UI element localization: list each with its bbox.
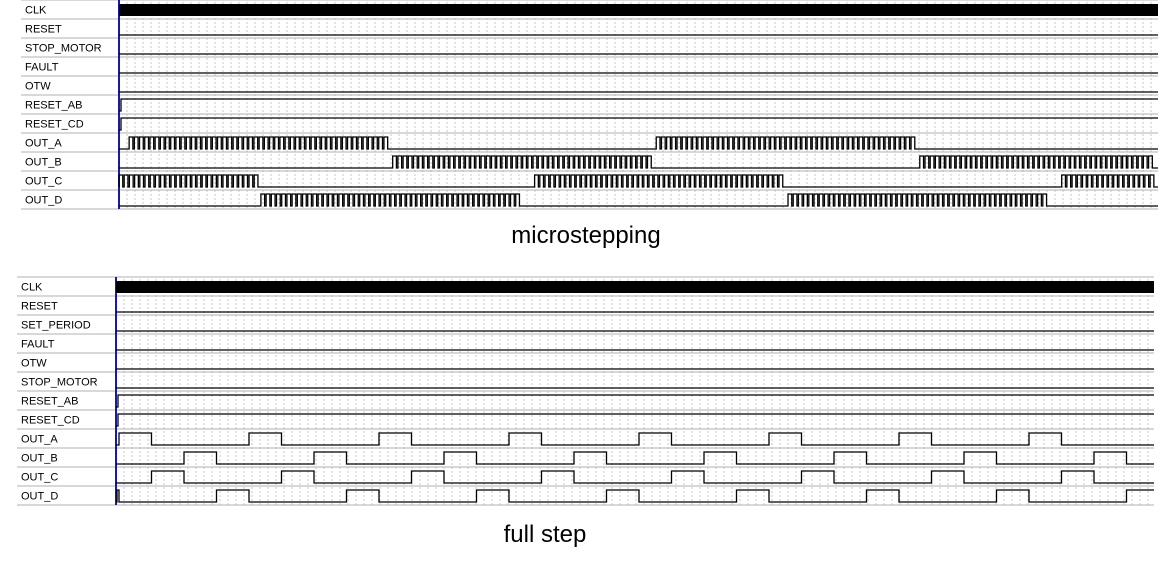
signal-label-out-c: OUT_C	[25, 176, 62, 188]
clock-waveform	[119, 4, 1158, 16]
waveform-out-b	[119, 155, 1158, 169]
signal-label-fault: FAULT	[21, 339, 55, 351]
waveform-reset-cd	[119, 117, 1158, 131]
signal-label-otw: OTW	[21, 358, 47, 370]
signal-label-fault: FAULT	[25, 62, 59, 74]
signal-label-reset-ab: RESET_AB	[21, 396, 78, 408]
clock-waveform	[116, 281, 1154, 293]
signal-label-out-a: OUT_A	[21, 434, 58, 446]
signal-label-reset-ab: RESET_AB	[25, 100, 82, 112]
signal-label-stop-motor: STOP_MOTOR	[21, 377, 98, 389]
signal-label-reset-cd: RESET_CD	[21, 415, 80, 427]
waveform-out-d	[116, 489, 1154, 503]
full-step-panel: CLK RESET SET_PERIOD FAULT OTW STOP_MOTOR RESE…	[17, 276, 1154, 506]
signal-label-out-c: OUT_C	[21, 472, 58, 484]
microstepping-panel: CLK RESET STOP_MOTOR FAULT OTW RESET_AB RESET_…	[21, 0, 1158, 210]
waveform-out-d	[119, 193, 1158, 207]
waveform-reset-ab	[119, 98, 1158, 112]
signal-label-out-d: OUT_D	[25, 195, 62, 207]
waveform-reset-cd	[116, 413, 1154, 427]
signal-label-reset-cd: RESET_CD	[25, 119, 84, 131]
signal-label-out-a: OUT_A	[25, 138, 62, 150]
waveform-out-a	[116, 432, 1154, 446]
signal-label-stop-motor: STOP_MOTOR	[25, 43, 102, 55]
signal-label-out-b: OUT_B	[21, 453, 58, 465]
signal-label-otw: OTW	[25, 81, 51, 93]
signal-label-clk: CLK	[25, 5, 47, 17]
signal-label-clk: CLK	[21, 282, 43, 294]
full-step-caption: full step	[504, 521, 587, 548]
waveform-out-c	[116, 470, 1154, 484]
waveform-out-b	[116, 451, 1154, 465]
signal-label-set-period: SET_PERIOD	[21, 320, 91, 332]
waveform-reset-ab	[116, 394, 1154, 408]
signal-label-out-d: OUT_D	[21, 491, 58, 503]
waveform-out-a	[119, 136, 1158, 150]
waveform-out-c	[118, 174, 1158, 188]
signal-label-reset: RESET	[21, 301, 58, 313]
microstepping-caption: microstepping	[511, 222, 660, 249]
signal-label-reset: RESET	[25, 24, 62, 36]
signal-label-out-b: OUT_B	[25, 157, 62, 169]
